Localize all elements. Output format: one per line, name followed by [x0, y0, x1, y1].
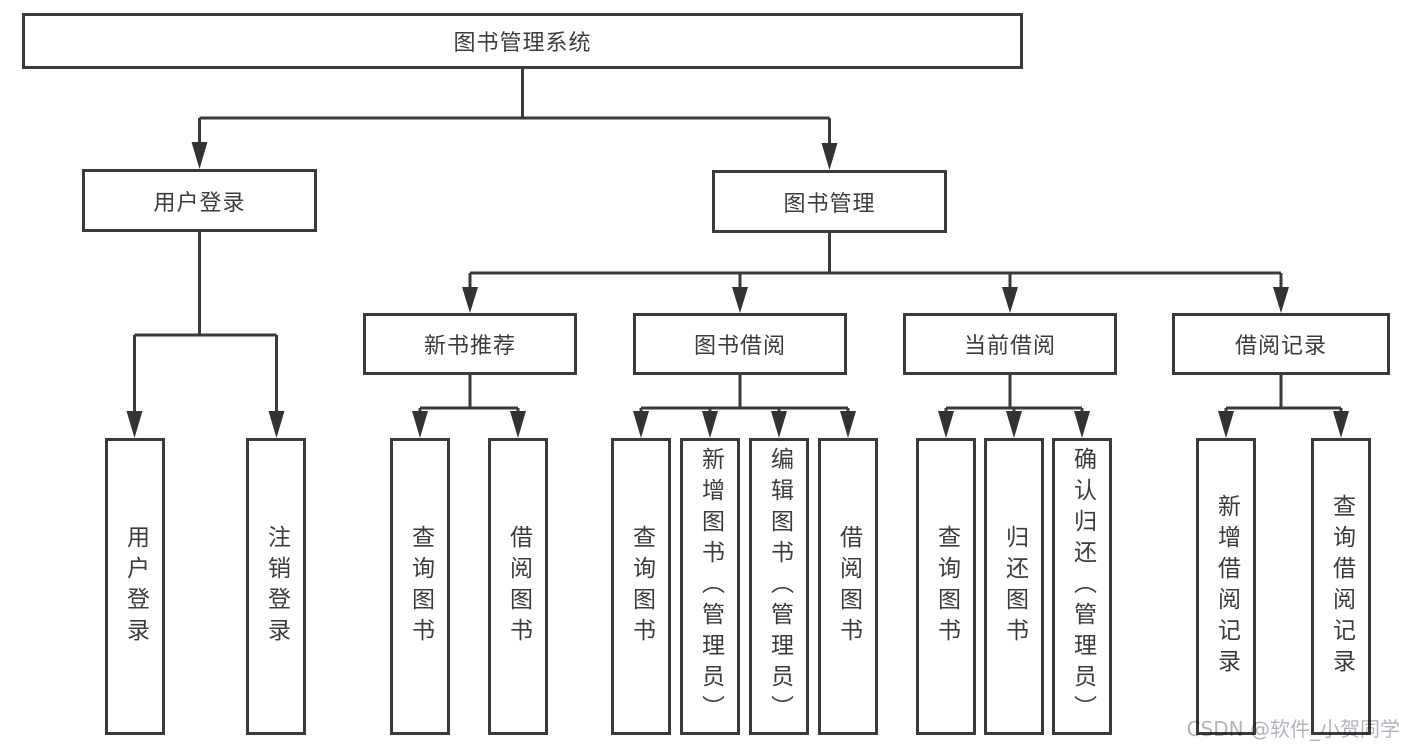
arrowhead: [126, 411, 143, 438]
arrowhead: [633, 411, 649, 438]
arrowhead: [771, 411, 787, 438]
arrowhead: [1002, 287, 1018, 313]
arrowhead: [1218, 411, 1234, 438]
leaf-borrow-books-recommend: 借阅图书: [488, 438, 548, 735]
leaf-query-borrow-record: 查询借阅记录: [1311, 438, 1371, 735]
arrowhead: [821, 143, 838, 170]
connector-new-book-recommend: [412, 375, 526, 438]
arrowhead: [938, 411, 954, 438]
leaf-query-books-recommend: 查询图书: [390, 438, 450, 735]
connector-root: [191, 69, 838, 170]
leaf-add-book-admin: 新增图书（管理员）: [680, 438, 740, 735]
leaf-return-books: 归还图书: [984, 438, 1044, 735]
arrowhead: [702, 411, 718, 438]
leaf-query-books-borrow: 查询图书: [611, 438, 671, 735]
arrowhead: [1006, 411, 1022, 438]
leaf-confirm-return-admin: 确认归还（管理员）: [1052, 438, 1112, 735]
leaf-user-login: 用户登录: [105, 438, 165, 735]
connector-user-login: [126, 232, 285, 438]
connector-borrow-records: [1218, 375, 1349, 438]
arrowhead: [412, 411, 428, 438]
node-book-borrow: 图书借阅: [633, 313, 847, 375]
node-root-system: 图书管理系统: [22, 13, 1023, 69]
node-borrow-records: 借阅记录: [1172, 313, 1390, 375]
connector-book-management: [462, 233, 1289, 313]
connector-current-borrow: [938, 375, 1090, 438]
arrowhead: [732, 287, 748, 313]
node-current-borrow: 当前借阅: [903, 313, 1117, 375]
csdn-watermark: CSDN @软件_小贺同学: [1186, 717, 1400, 741]
node-book-management: 图书管理: [712, 170, 947, 233]
arrowhead: [268, 411, 285, 438]
leaf-borrow-books: 借阅图书: [818, 438, 878, 735]
arrowhead: [840, 411, 856, 438]
arrowhead: [191, 142, 208, 169]
node-user-login: 用户登录: [82, 169, 317, 232]
arrowhead: [1273, 287, 1289, 313]
node-new-book-recommend: 新书推荐: [363, 313, 577, 375]
arrowhead: [1333, 411, 1349, 438]
arrowhead: [462, 287, 478, 313]
arrowhead: [510, 411, 526, 438]
leaf-edit-book-admin: 编辑图书（管理员）: [749, 438, 809, 735]
arrowhead: [1074, 411, 1090, 438]
connector-book-borrow: [633, 375, 856, 438]
leaf-add-borrow-record: 新增借阅记录: [1196, 438, 1256, 735]
leaf-logout-login: 注销登录: [246, 438, 306, 735]
leaf-query-books-current: 查询图书: [916, 438, 976, 735]
